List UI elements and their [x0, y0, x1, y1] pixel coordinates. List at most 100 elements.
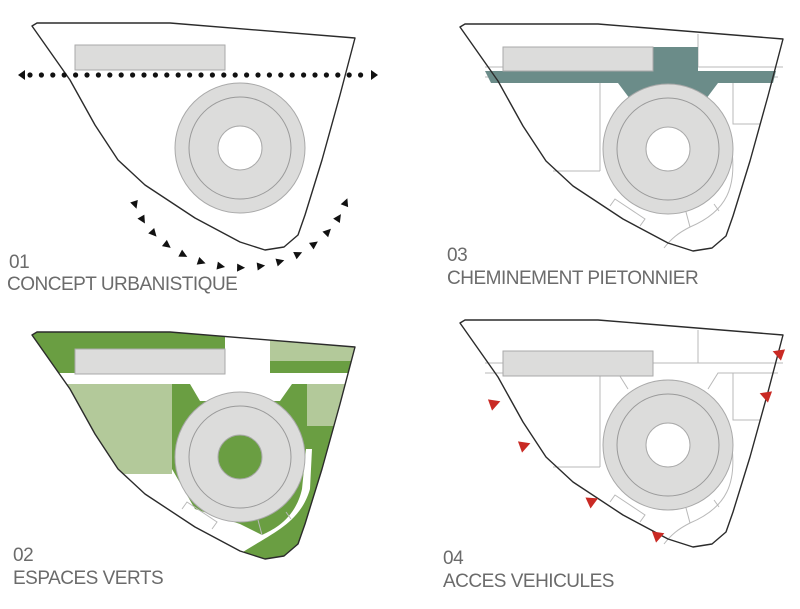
- arc-arrow-triangle-icon: [309, 241, 318, 250]
- axis-dot: [187, 72, 193, 78]
- axis-dot: [38, 72, 45, 78]
- site-division-line: [663, 150, 734, 249]
- axis-dot: [175, 72, 181, 78]
- parking-strip: [609, 494, 646, 523]
- green-space-light: [307, 384, 355, 426]
- panel-03-title: CHEMINEMENT PIETONNIER: [447, 268, 699, 289]
- axis-dot: [301, 72, 307, 78]
- circular-building-ring: [616, 393, 720, 497]
- axis-dot: [232, 72, 238, 78]
- axis-dot: [278, 72, 284, 78]
- site-boundary: [459, 319, 784, 548]
- axis-dot: [312, 72, 318, 78]
- arc-arrow-triangle-icon: [293, 251, 303, 260]
- panel-cheminement-pietonnier: [459, 23, 784, 252]
- site-boundary: [31, 331, 356, 560]
- axis-dot: [266, 72, 272, 78]
- panel-01-number: 01: [9, 252, 30, 273]
- axis-dot: [198, 72, 204, 78]
- rectangular-building: [502, 46, 654, 72]
- axis-dot: [27, 72, 33, 78]
- green-spaces-layer: [32, 332, 355, 559]
- arc-arrow-triangle-icon: [275, 258, 285, 267]
- arc-arrow-triangle-icon: [237, 263, 246, 272]
- urban-arc-arrow: [130, 198, 349, 272]
- axis-dot: [141, 72, 147, 78]
- axis-dot: [61, 72, 67, 78]
- vehicle-access-arrow-icon: [772, 349, 786, 361]
- pedestrian-path: [485, 47, 776, 99]
- panel-02-number: 02: [13, 545, 34, 566]
- circular-building-ring: [616, 97, 720, 201]
- site-division-line: [732, 373, 760, 421]
- rectangular-building: [74, 348, 226, 375]
- circular-courtyard: [217, 125, 263, 171]
- vehicle-access-arrow-icon: [487, 399, 501, 411]
- panel-espaces-verts: [31, 331, 356, 560]
- arrowhead-right-icon: [371, 70, 378, 80]
- axis-dot: [84, 72, 90, 78]
- panel-concept-urbanistique: [18, 22, 378, 272]
- vehicle-access-arrow-icon: [651, 531, 665, 543]
- parking-strip: [181, 501, 218, 530]
- axis-dot: [346, 72, 352, 78]
- circular-courtyard: [645, 422, 691, 468]
- axis-dot: [209, 72, 215, 78]
- urban-axis-dotted-arrow: [18, 70, 378, 80]
- site-division-line: [685, 507, 691, 524]
- axis-dot: [289, 72, 295, 78]
- arc-arrow-triangle-icon: [178, 249, 188, 257]
- site-division-line: [713, 499, 720, 508]
- axis-dot: [152, 72, 158, 78]
- arc-arrow-triangle-icon: [148, 228, 157, 237]
- arc-arrow-triangle-icon: [137, 214, 145, 224]
- circular-building-ring: [188, 96, 292, 200]
- panel-04-number: 04: [443, 548, 464, 569]
- axis-dot: [107, 72, 113, 78]
- vehicle-access-arrow-icon: [517, 441, 531, 453]
- arc-arrow-triangle-icon: [216, 261, 226, 270]
- circulation-band: [40, 373, 355, 401]
- vehicle-access-arrow-icon: [585, 497, 598, 509]
- axis-dot: [358, 72, 364, 78]
- axis-dot: [221, 72, 227, 78]
- arc-arrow-triangle-icon: [256, 262, 266, 271]
- arc-arrow-triangle-icon: [161, 239, 171, 248]
- site-division-line: [707, 372, 778, 390]
- axis-dot: [164, 72, 170, 78]
- axis-dot: [95, 72, 101, 78]
- axis-dot: [335, 72, 341, 78]
- circular-building-ring: [188, 405, 292, 509]
- axis-dot: [255, 72, 261, 78]
- site-division-line: [663, 446, 734, 545]
- vehicle-access-arrow-icon: [759, 391, 773, 403]
- panel-02-title: ESPACES VERTS: [13, 568, 164, 589]
- axis-dot: [323, 72, 329, 78]
- circular-courtyard: [217, 434, 263, 480]
- site-division-line: [257, 511, 292, 536]
- rectangular-building: [502, 350, 654, 377]
- panel-acces-vehicules: [459, 319, 786, 548]
- arc-arrow-triangle-icon: [340, 198, 349, 208]
- axis-dot: [50, 72, 56, 78]
- site-division-line: [685, 211, 691, 228]
- axis-dot: [73, 72, 79, 78]
- panel-04-title: ACCES VEHICULES: [443, 571, 614, 592]
- site-boundary: [459, 23, 784, 252]
- arc-arrow-triangle-icon: [196, 257, 206, 265]
- arrowhead-left-icon: [18, 70, 25, 80]
- site-division-line: [713, 203, 720, 212]
- parking-strip: [609, 198, 646, 227]
- site-boundary: [31, 22, 356, 251]
- site-division-line: [732, 77, 760, 125]
- arc-arrow-triangle-icon: [322, 228, 331, 238]
- green-space-light: [60, 384, 172, 474]
- axis-dot: [130, 72, 136, 78]
- rectangular-building: [74, 44, 226, 71]
- arc-arrow-triangle-icon: [130, 199, 138, 209]
- circulation-plaza: [225, 337, 270, 374]
- arc-arrow-triangle-icon: [333, 214, 341, 224]
- axis-dot: [118, 72, 124, 78]
- circular-courtyard: [645, 126, 691, 172]
